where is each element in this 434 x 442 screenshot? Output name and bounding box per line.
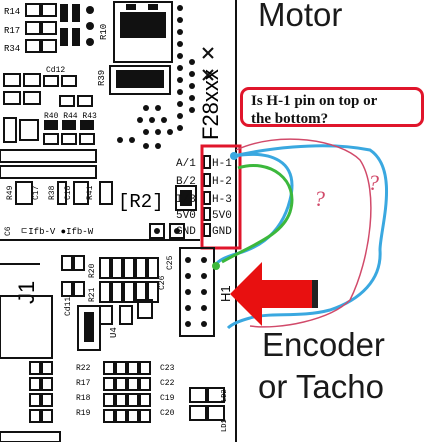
signal-func-2: B/2 [176, 176, 196, 188]
ref-r34: R34 [4, 44, 20, 54]
motor-title: Motor [258, 0, 343, 33]
u4-chip [77, 305, 101, 351]
r2-label: [R2] [118, 191, 164, 213]
question-callout: Is H-1 pin on top or the bottom? [240, 87, 424, 127]
h1-connector [179, 247, 215, 337]
ref-c23: C23 [160, 364, 175, 373]
u4-label: U4 [109, 327, 119, 338]
center-resistor-bank [61, 255, 159, 303]
chip-pin-crosses [202, 47, 214, 81]
ref-r40: R40 R44 R43 [44, 112, 97, 121]
transistor-top [113, 1, 173, 63]
ref-ld1: LD1 [221, 419, 229, 432]
signal-rows: A/1 B/2 I/3 5V0 GND H-1 H-2 H-3 5V0 GND [176, 158, 232, 238]
signal-highlight-box [200, 144, 242, 250]
ref-c25: C25 [166, 255, 175, 270]
signal-pin-5: GND [212, 226, 232, 238]
question-mark-2: ? [368, 170, 379, 195]
ref-c20: C20 [160, 409, 175, 418]
ref-r41: R41 [86, 185, 95, 200]
ref-r38: R38 [48, 185, 57, 200]
question-line-2: the bottom? [251, 111, 329, 127]
ref-c17: C17 [32, 185, 41, 200]
j1-connector [0, 263, 53, 359]
ref-r22: R22 [76, 364, 91, 373]
component-grid-left [3, 73, 93, 107]
ref-c18: C18 [64, 185, 73, 200]
ref-r20: R20 [88, 263, 97, 278]
small-caps-top [60, 4, 94, 46]
signal-func-4: 5V0 [176, 210, 196, 222]
ref-r17b: R17 [76, 379, 91, 388]
bottom-row-label: ㄷIfb-V ●Ifb-W [20, 227, 94, 237]
j1-label: J1 [14, 281, 39, 304]
signal-pin-pads [203, 155, 211, 237]
pin-h1-marker [230, 152, 238, 160]
green-wire [221, 164, 294, 264]
signal-func-1: A/1 [176, 158, 196, 170]
bottom-row-parts [0, 223, 200, 241]
ref-c12: Cd12 [46, 66, 65, 75]
transistor-middle [109, 65, 171, 95]
ref-r18: R18 [76, 394, 91, 403]
tacho-title: or Tacho [258, 368, 384, 405]
lower-left-parts [15, 181, 113, 205]
signal-pin-3: H-3 [212, 194, 232, 206]
ref-c26: C26 [158, 275, 167, 290]
resistor-block-top-left [25, 3, 57, 53]
question-mark-1: ? [314, 186, 325, 211]
ref-r10: R10 [99, 24, 109, 40]
ref-c19: C19 [160, 394, 175, 403]
encoder-title: Encoder [262, 326, 385, 363]
ref-c6: C6 [4, 226, 13, 236]
ref-c11: Cd11 [64, 297, 73, 316]
ref-r49: R49 [6, 185, 15, 200]
chip-label: F28xxx [198, 69, 223, 140]
ref-r14: R14 [4, 7, 20, 17]
signal-pin-1: H-1 [212, 158, 232, 170]
via-dot-grid [117, 105, 173, 149]
red-arrow [230, 262, 318, 326]
chip-pin-dots [177, 5, 195, 131]
ref-r17: R17 [4, 26, 20, 36]
h1-label: H1 [218, 285, 233, 302]
ref-r21: R21 [88, 287, 97, 302]
bottom-resistor-bank [0, 361, 225, 442]
ref-c22: C22 [160, 379, 175, 388]
r2-part [175, 185, 197, 211]
component-grid-middle [0, 117, 97, 179]
ref-r19: R19 [76, 409, 91, 418]
signal-func-5: GND [176, 226, 196, 238]
pin-green-marker [212, 262, 220, 270]
ref-ld2: LD2 [221, 389, 229, 402]
center-small-caps [99, 299, 153, 325]
question-line-1: Is H-1 pin on top or [251, 93, 378, 109]
signal-pin-2: H-2 [212, 176, 232, 188]
signal-pin-4: 5V0 [212, 210, 232, 222]
red-sketch-loop [235, 138, 372, 328]
ref-r39: R39 [97, 70, 107, 86]
signal-func-3: I/3 [176, 194, 196, 206]
